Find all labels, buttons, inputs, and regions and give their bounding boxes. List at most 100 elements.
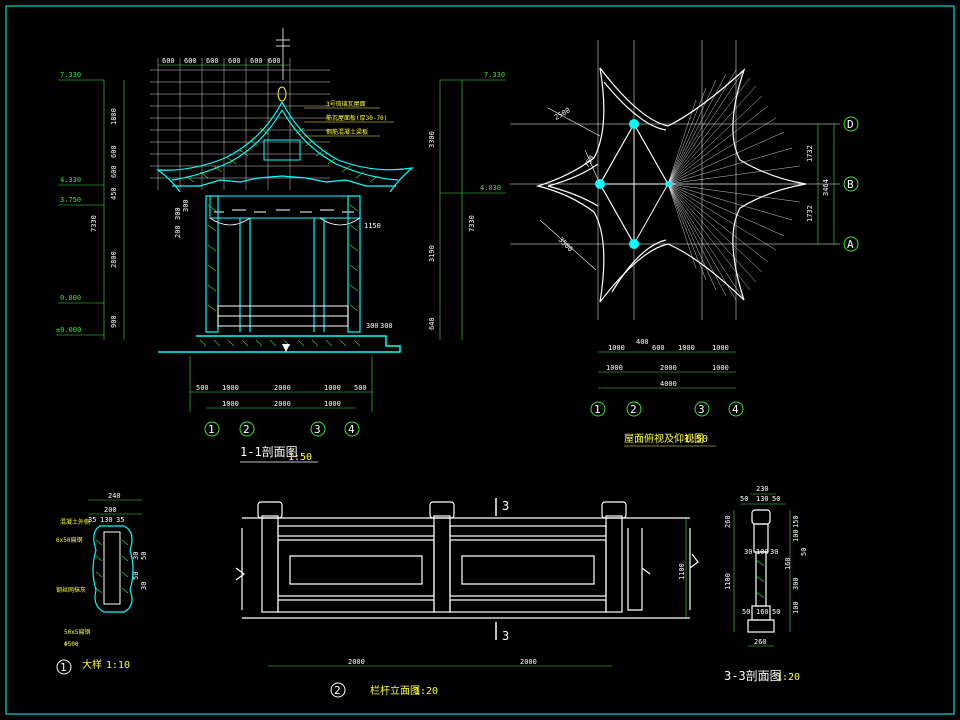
bottom2-dim-1000a: 1000 xyxy=(222,400,239,408)
level-7330: 7.330 xyxy=(60,71,81,79)
bottom-dim-1000a: 1000 xyxy=(222,384,239,392)
level-0800: 0.800 xyxy=(60,294,81,302)
s33-side-300: 300 xyxy=(792,577,800,590)
railing-scale: 1:20 xyxy=(414,686,438,697)
section-axis-bubbles: 1 2 3 4 xyxy=(204,421,360,437)
roof-profile xyxy=(155,101,415,193)
columns xyxy=(205,195,361,333)
axis-D: D xyxy=(847,118,854,131)
levels-right: 7.330 4.030 3300 3190 640 7330 xyxy=(428,71,506,340)
inner-dims: 200 300 300 1150 300 300 xyxy=(174,199,393,330)
note-roof-tile: 3号琉璃瓦屋面 xyxy=(326,100,366,108)
note-roof-board: 筋瓦屋面板(厚30-70) xyxy=(326,114,387,122)
detail-outline xyxy=(92,525,134,613)
axis-3: 3 xyxy=(314,423,321,436)
s33-side-50: 50 xyxy=(800,548,808,556)
right-dim-3190: 3190 xyxy=(428,245,436,262)
column-hatch xyxy=(207,204,359,312)
s33-side-100b: 100 xyxy=(792,601,800,614)
plan-dim-600: 600 xyxy=(652,344,665,352)
s33-in-50b: 50 xyxy=(772,608,780,616)
plan-dim-1000b: 1000 xyxy=(678,344,695,352)
bench-railing xyxy=(217,305,349,327)
plan-rafter-hatch xyxy=(667,69,806,301)
right-dim-7330: 7330 xyxy=(468,215,476,232)
inner-dim-1150: 1150 xyxy=(364,222,381,230)
detail-dim-200: 200 xyxy=(104,506,117,514)
bottom2-dim-2000: 2000 xyxy=(274,400,291,408)
left-dimension-chain: 1800 600 600 450 2800 900 7330 xyxy=(90,80,125,340)
axis-4: 4 xyxy=(348,423,355,436)
s33-in-160: 160 xyxy=(756,608,769,616)
detail-bubble xyxy=(56,659,72,675)
bottom-dim-1000b: 1000 xyxy=(324,384,341,392)
plan-axis-3: 3 xyxy=(698,403,705,416)
detail-dim-240: 240 xyxy=(108,492,121,500)
s33-dim-230: 230 xyxy=(756,485,769,493)
s33-side-1100: 1100 xyxy=(724,573,732,590)
detail-label: 1 xyxy=(60,661,67,674)
level-4330: 4.330 xyxy=(60,176,81,184)
railing-cut-top: 3 xyxy=(502,499,509,513)
axis-A: A xyxy=(847,238,854,251)
drawing-border xyxy=(5,5,955,715)
plan-axis-2: 2 xyxy=(630,403,637,416)
s33-title: 3-3剖面图 xyxy=(724,669,782,683)
bottom-dim-2000: 2000 xyxy=(274,384,291,392)
plan-dim-2000: 2000 xyxy=(660,364,677,372)
left-dim-900: 900 xyxy=(110,315,118,328)
right-dim-3464: 3464 xyxy=(822,179,830,196)
detail-note-1: 混凝土外侧 xyxy=(60,518,90,526)
detail-1: 240 200 35 130 35 30 50 50 30 混凝土外侧 6x50… xyxy=(56,492,148,675)
axis-B: B xyxy=(847,178,854,191)
left-dim-7330: 7330 xyxy=(90,215,98,232)
inner-dim-300d: 300 xyxy=(380,322,393,330)
detail-dim-130: 130 xyxy=(100,516,113,524)
detail-scale: 1:10 xyxy=(106,660,130,671)
s33-dim-130: 130 xyxy=(756,495,769,503)
s33-side-100: 100 xyxy=(792,529,800,542)
top-dimension-line: 600 600 600 600 600 600 xyxy=(158,57,290,66)
s33-side-150: 150 xyxy=(792,515,800,528)
detail-hatch xyxy=(95,539,129,594)
note-rc-slab: 钢筋混凝土梁板 xyxy=(326,128,368,136)
top-dim-4: 600 xyxy=(228,57,241,65)
railing-label: 2 xyxy=(334,684,341,697)
detail-note-3: 钢丝网抹灰 xyxy=(56,586,86,594)
detail-title: 大样 xyxy=(82,658,102,671)
plan-axis-4: 4 xyxy=(732,403,739,416)
inner-dim-300b: 300 xyxy=(182,199,190,212)
railing-elevation: 3 3 1100 2000 2000 2 栏杆立面图 1:20 xyxy=(235,498,699,698)
section-1-1-scale: 1:50 xyxy=(288,452,312,463)
railing-title: 栏杆立面图 xyxy=(370,684,420,697)
top-dim-3: 600 xyxy=(206,57,219,65)
plan-dim-4000: 4000 xyxy=(660,380,677,388)
railing-dim-2000a: 2000 xyxy=(348,658,365,666)
detail-dim-50a: 50 xyxy=(140,552,148,560)
detail-dim-50b: 50 xyxy=(132,572,140,580)
levels-left: 7.330 4.330 3.750 0.800 ±0.000 xyxy=(56,71,104,336)
level-right-7330: 7.330 xyxy=(484,71,505,79)
detail-core xyxy=(103,531,121,605)
detail-notes: 混凝土外侧 6x50扁钢 钢丝网抹灰 50x5扁钢 Φ500 xyxy=(56,518,90,648)
axis-2: 2 xyxy=(243,423,250,436)
detail-dim-30a: 30 xyxy=(132,552,140,560)
top-dim-2: 600 xyxy=(184,57,197,65)
plan-right-dims: 1732 1732 3464 D B A xyxy=(806,116,859,252)
inner-dim-300c: 300 xyxy=(366,322,379,330)
plan-bottom-dims: 400 600 1000 1000 1000 1000 2000 1000 40… xyxy=(590,338,744,417)
right-dim-1732a: 1732 xyxy=(806,145,814,162)
plan-columns xyxy=(595,119,671,249)
plan-dim-1000a: 1000 xyxy=(608,344,625,352)
plan-diagonal-dims xyxy=(539,107,601,271)
level-0000: ±0.000 xyxy=(56,326,81,334)
s33-in-100: 100 xyxy=(756,548,769,556)
plinth xyxy=(158,335,401,353)
inner-dim-300a: 300 xyxy=(174,207,182,220)
roof-plan-title: 屋面俯视及仰视图 xyxy=(624,432,704,445)
railing-bubble xyxy=(330,682,346,698)
roof-slab xyxy=(263,139,301,161)
s33-bottom-260: 260 xyxy=(754,638,767,646)
section-3-3: 230 50 130 50 260 150 100 50 300 100 160… xyxy=(724,485,808,683)
